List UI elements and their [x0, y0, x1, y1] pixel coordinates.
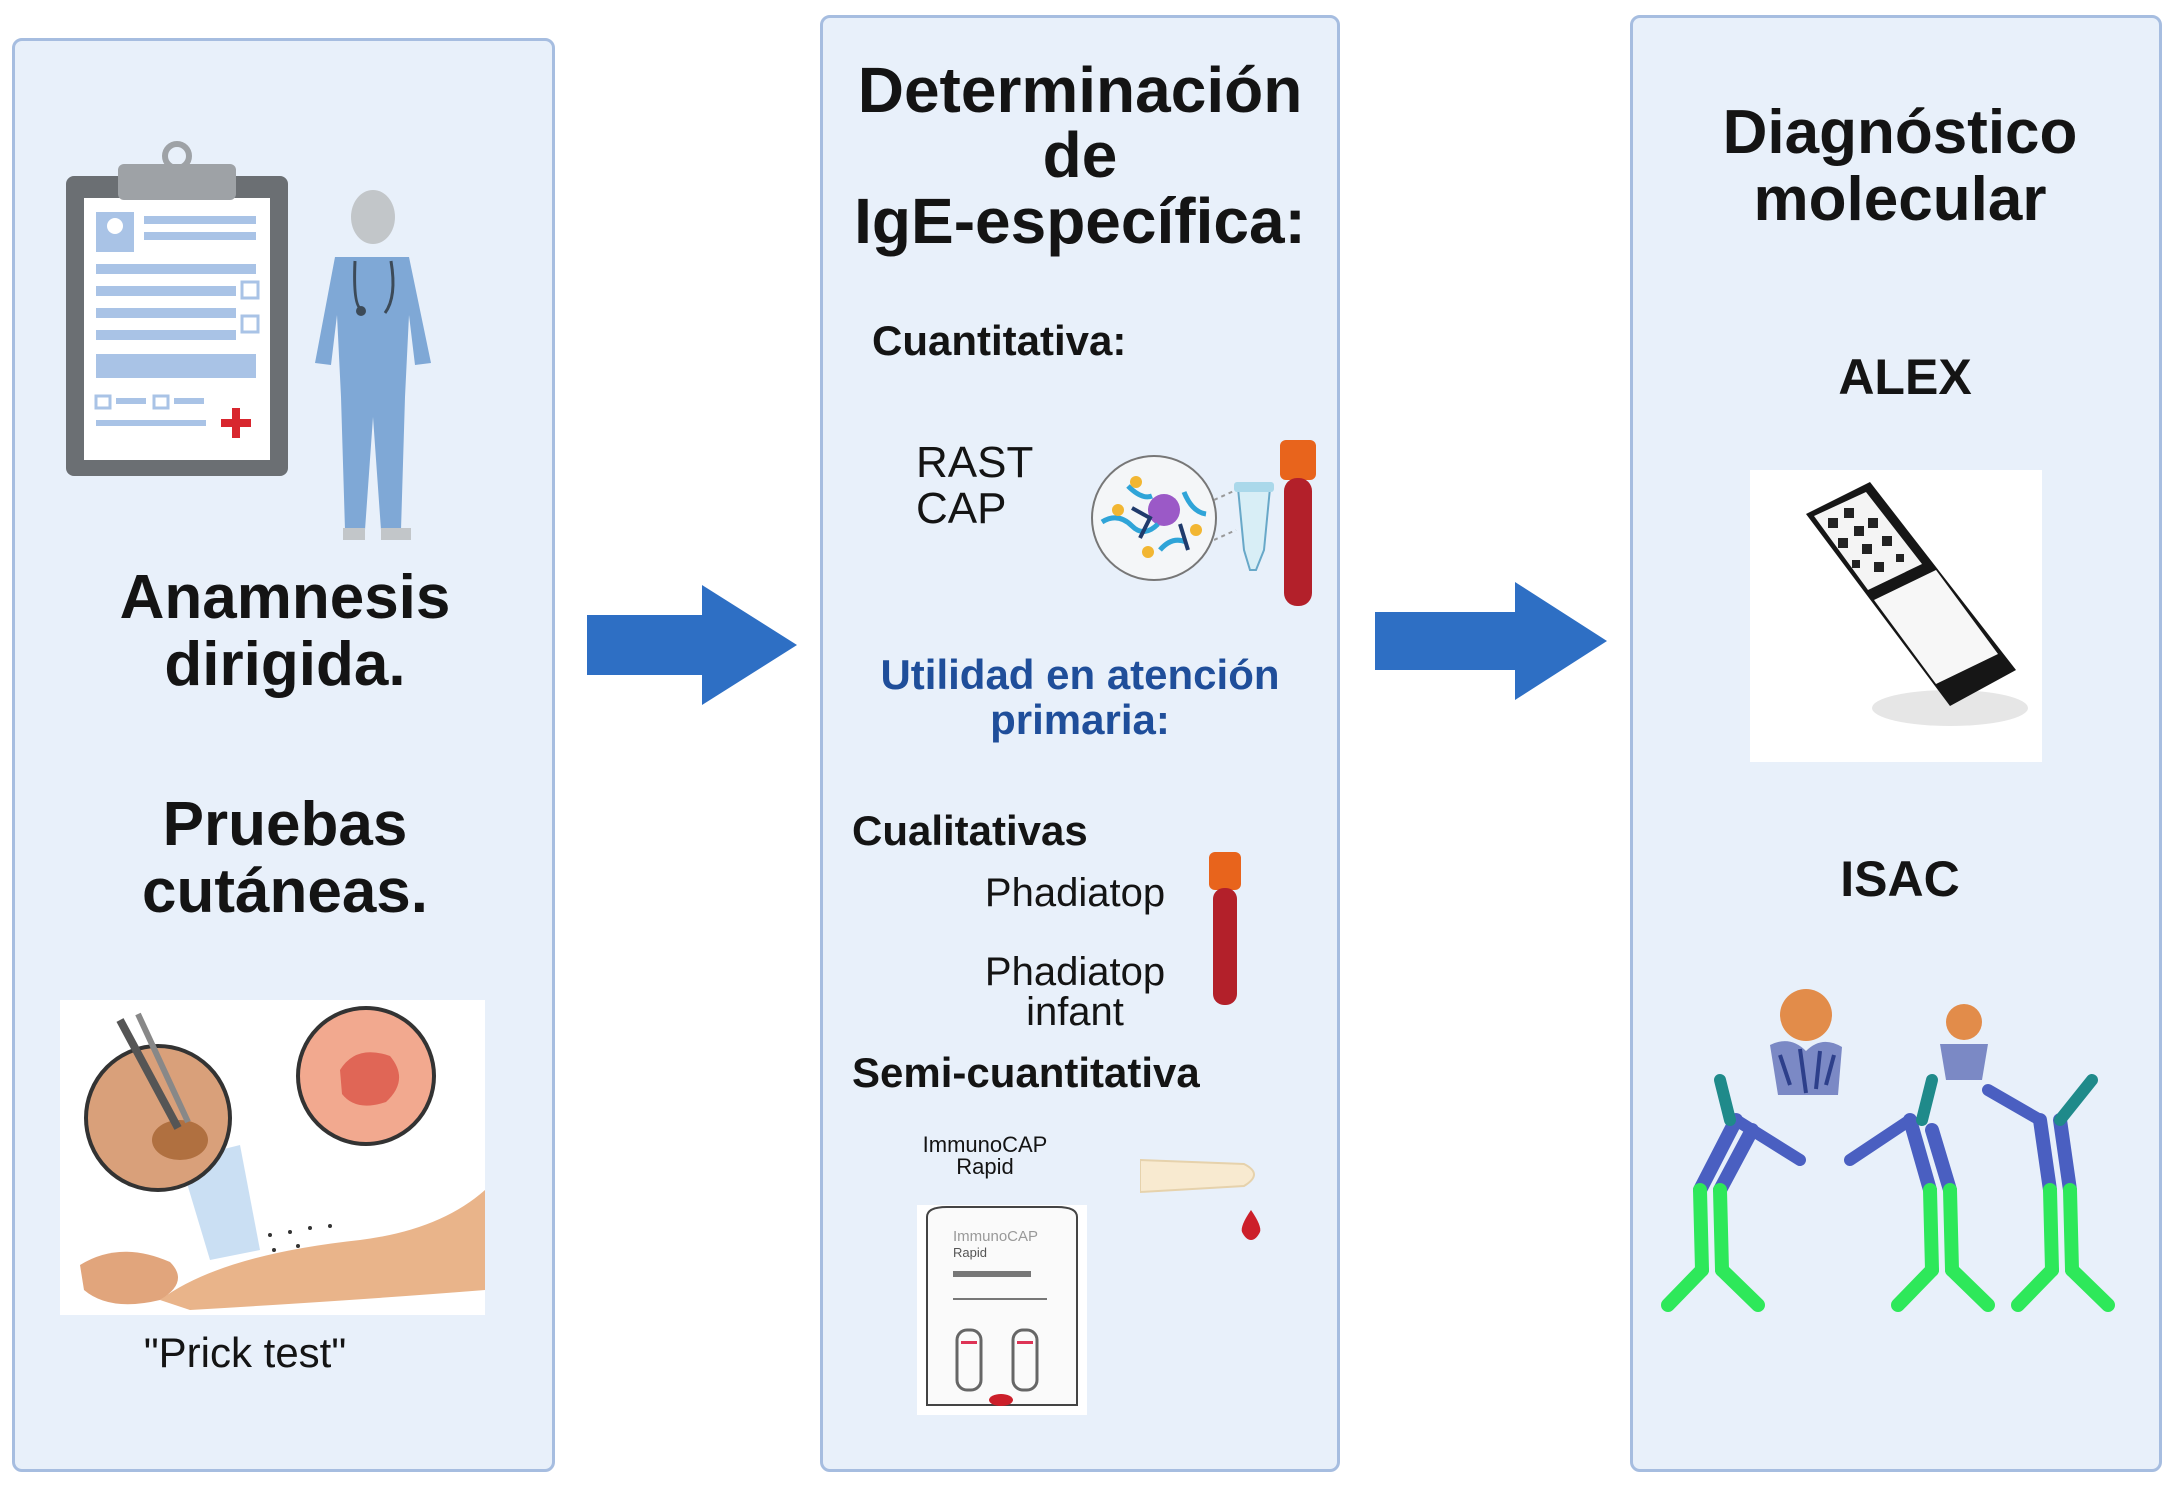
allergen-protein-icon — [1940, 1004, 1988, 1080]
test-device-icon: ImmunoCAP Rapid — [917, 1205, 1087, 1415]
blood-drop-icon — [1241, 1210, 1261, 1240]
semi-quantitative-label: Semi-cuantitativa — [852, 1049, 1200, 1096]
arrow-right-icon — [587, 585, 797, 705]
arrow-right-icon — [1375, 582, 1607, 700]
eppendorf-icon — [1214, 482, 1274, 571]
qualitative-label: Cualitativas — [852, 807, 1088, 854]
alex-cartridge-icon — [1750, 470, 2042, 762]
skin-prick-icon — [60, 1000, 485, 1315]
doctor-icon — [315, 190, 431, 540]
svg-text:ImmunoCAP: ImmunoCAP — [953, 1228, 1038, 1245]
alex-label: ALEX — [1838, 349, 1972, 405]
isac-label: ISAC — [1840, 851, 1960, 907]
antibody-icon — [1661, 1074, 2115, 1312]
blood-tube-icon — [1280, 440, 1316, 606]
clipboard-icon — [66, 141, 288, 476]
blood-tube-icon — [1209, 852, 1241, 1005]
antibody-molecule-icon — [1091, 455, 1217, 581]
prick-test-caption: "Prick test" — [143, 1329, 347, 1376]
finger-lancet-icon — [1140, 1158, 1255, 1194]
phadiatop-label: Phadiatop — [984, 871, 1166, 915]
allergen-protein-icon — [1770, 989, 1842, 1095]
svg-text:Rapid: Rapid — [953, 1245, 987, 1260]
quantitative-label: Cuantitativa: — [872, 317, 1127, 364]
